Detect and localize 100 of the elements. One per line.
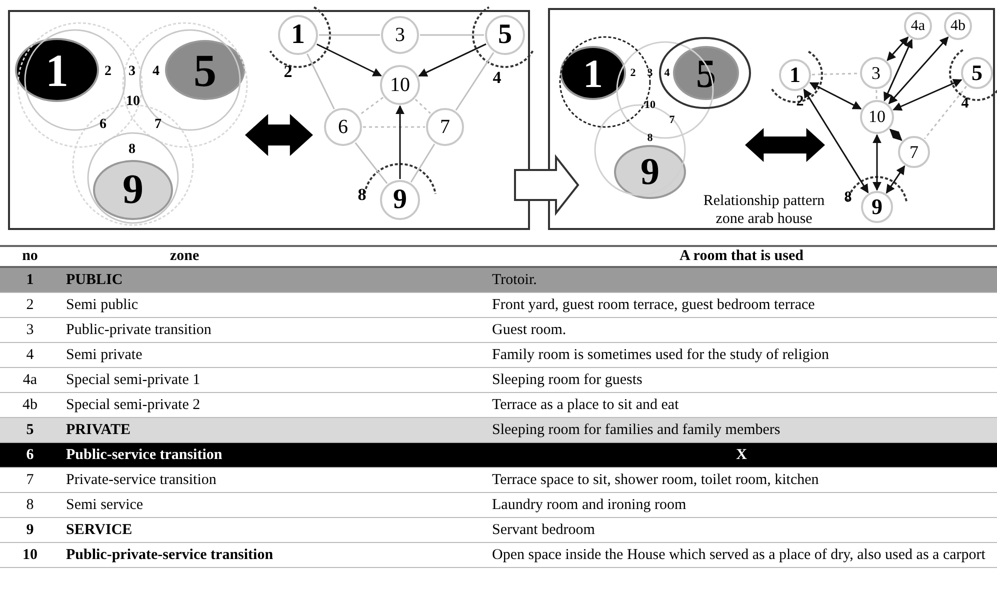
table-cell: PRIVATE <box>60 418 486 443</box>
connector-line <box>319 34 380 36</box>
arrow <box>809 82 862 110</box>
zone-circle: 5 <box>961 57 993 89</box>
table-cell: 2 <box>0 292 60 318</box>
zone-number: 3 <box>128 64 136 80</box>
zone-ellipse: 1 <box>15 38 99 102</box>
zone-circle: 1 <box>779 59 811 91</box>
arrow <box>418 43 486 77</box>
zone-number: 7 <box>154 117 162 133</box>
zone-number: 4 <box>492 68 502 88</box>
arrow <box>316 44 382 76</box>
table-cell: Family room is sometimes used for the study of religion <box>486 342 997 368</box>
zone-number: 4 <box>152 64 160 80</box>
table-cell: 5 <box>0 418 60 443</box>
zone-ellipse: 1 <box>560 46 626 100</box>
arrow <box>888 36 949 104</box>
zone-circle: 3 <box>381 16 419 54</box>
panel <box>548 8 995 230</box>
zone-number: 7 <box>669 114 675 126</box>
arrow <box>886 36 909 61</box>
connector-line <box>876 90 878 100</box>
zone-number: 2 <box>796 94 804 110</box>
zone-number: 2 <box>630 67 636 79</box>
table-cell: Sleeping room for families and family members <box>486 418 997 443</box>
zone-circle: 9 <box>861 191 893 223</box>
zone-circle: 9 <box>380 180 420 220</box>
table-cell: Laundry room and ironing room <box>486 492 997 518</box>
table-cell: 9 <box>0 518 60 543</box>
table-cell: Terrace space to sit, shower room, toilet room, kitchen <box>486 468 997 493</box>
table-cell: Public-private transition <box>60 318 486 343</box>
zone-number: 4 <box>664 67 670 79</box>
table-cell: Public-private-service transition <box>60 542 486 568</box>
connector-line <box>354 142 388 184</box>
connector-line <box>414 98 431 114</box>
table-cell: Guest room. <box>486 318 997 343</box>
zone-circle: 10 <box>860 100 894 134</box>
table-cell: Semi private <box>60 342 486 368</box>
zone-circle: 5 <box>485 15 525 55</box>
zone-number: 8 <box>128 142 136 158</box>
zone-circle: 6 <box>324 108 362 146</box>
table-cell: 8 <box>0 492 60 518</box>
connector-line <box>410 144 436 183</box>
arrow <box>884 38 913 102</box>
arrow <box>396 105 404 179</box>
zone-number: 10 <box>126 94 140 110</box>
zone-circle: 4a <box>904 12 932 40</box>
table-cell: Public-service transition <box>60 442 486 468</box>
table-cell: X <box>486 442 997 468</box>
panel-label: Relationship pattern zone arab house <box>702 192 826 228</box>
zone-number: 8 <box>647 132 653 144</box>
table-cell: SERVICE <box>60 518 486 543</box>
zone-number: 2 <box>284 62 292 82</box>
table-cell: 7 <box>0 468 60 493</box>
zone-circle: 10 <box>380 65 420 105</box>
panel <box>8 10 530 230</box>
zone-circle: 3 <box>860 57 892 89</box>
connector-line <box>455 52 494 111</box>
connector-line <box>420 34 484 36</box>
zone-number: 6 <box>100 117 106 133</box>
table-cell: Sleeping room for guests <box>486 368 997 393</box>
table-cell: 4 <box>0 342 60 368</box>
table-cell: Open space inside the House which served as a place of dry, also used as a carport <box>486 542 997 568</box>
connector-line <box>924 86 967 140</box>
arrow <box>803 88 869 194</box>
table-cell: 3 <box>0 318 60 343</box>
arrow <box>886 165 906 194</box>
arrow <box>892 79 962 111</box>
connector-line <box>358 96 384 116</box>
table-cell: Special semi-private 1 <box>60 368 486 393</box>
zone-circle: 7 <box>898 136 930 168</box>
zone-ellipse: 9 <box>93 160 173 220</box>
table-cell: 10 <box>0 542 60 568</box>
table-cell: Semi service <box>60 492 486 518</box>
table-cell: Private-service transition <box>60 468 486 493</box>
table-cell: 1 <box>0 267 60 293</box>
zone-circle: 7 <box>426 108 464 146</box>
table-cell: Front yard, guest room terrace, guest bedroom terrace <box>486 292 997 318</box>
table-cell: 6 <box>0 442 60 468</box>
zone-number: 8 <box>358 185 366 205</box>
zone-number: 10 <box>644 99 656 111</box>
zone-number: 2 <box>104 64 112 80</box>
table-cell: Trotoir. <box>486 267 997 293</box>
zone-ellipse: 9 <box>614 145 686 199</box>
zone-circle: 4b <box>944 12 972 40</box>
zone-number: 4 <box>961 96 969 112</box>
zone-number: 8 <box>844 190 852 206</box>
block-arrow <box>514 154 580 216</box>
arrow <box>872 134 882 191</box>
zone-circle: 1 <box>278 15 318 55</box>
table-cell: Semi public <box>60 292 486 318</box>
arrow <box>889 128 902 141</box>
connector-line <box>363 126 425 128</box>
zone-ellipse: 5 <box>165 40 245 100</box>
connector-line <box>306 54 335 110</box>
table-cell: 4a <box>0 368 60 393</box>
zone-number: 3 <box>647 67 653 79</box>
table-cell: PUBLIC <box>60 267 486 293</box>
connector-line <box>812 72 860 76</box>
table-cell: Servant bedroom <box>486 518 997 543</box>
